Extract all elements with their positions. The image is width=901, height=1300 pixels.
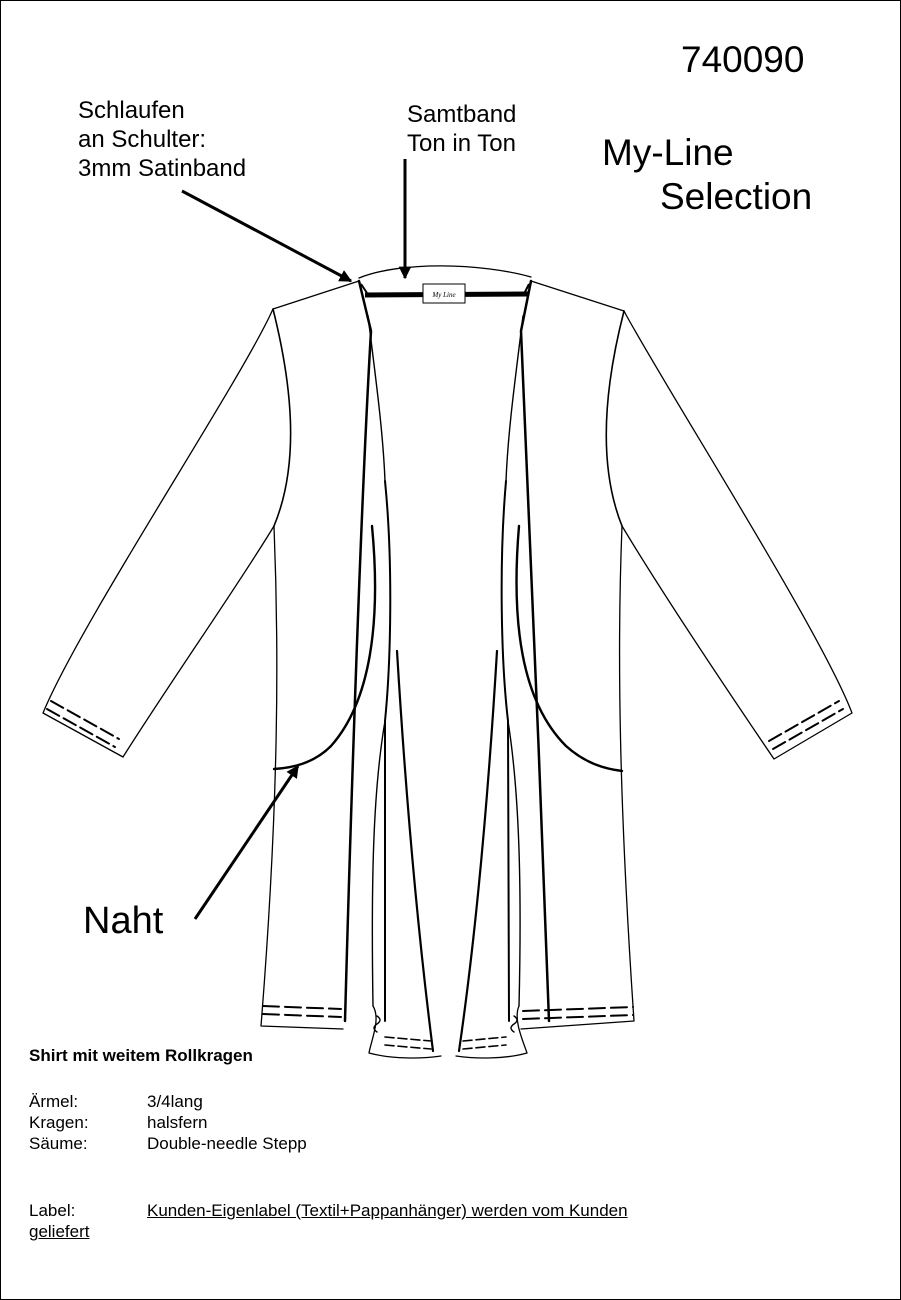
- left-lapel-fold: [367, 315, 386, 482]
- annotation-velvet-line-1: Samtband: [407, 101, 517, 128]
- spec-value-collar: halsfern: [147, 1113, 208, 1132]
- right-hem-stitching: [522, 1006, 634, 1020]
- spec-label-sleeve: Ärmel:: [29, 1092, 79, 1111]
- spec-value-label: Kunden-Eigenlabel (Textil+Pappanhänger) …: [147, 1201, 628, 1220]
- right-lapel-fold: [505, 315, 524, 482]
- right-inner-fold: [507, 720, 521, 1007]
- loops-arrow: [181, 189, 353, 283]
- left-shoulder-loop: [360, 283, 370, 297]
- spec-label-label: Label:: [29, 1201, 76, 1220]
- annotation-loops-line-1: Schlaufen: [78, 97, 185, 124]
- spec-value-label-continued: geliefert: [29, 1222, 90, 1241]
- spec-value-hems: Double-needle Stepp: [147, 1134, 307, 1153]
- right-sleeve-outline: [530, 280, 853, 760]
- left-hem-bottom: [368, 1005, 442, 1059]
- left-fold-line: [395, 649, 435, 1053]
- annotation-loops-line-2: an Schulter:: [78, 126, 207, 153]
- spec-label-hems: Säume:: [29, 1134, 88, 1153]
- brand-line-1: My-Line: [602, 132, 734, 173]
- right-hem-twist: [510, 1015, 518, 1033]
- right-front-panel-seam: [515, 524, 624, 773]
- left-hem-stitching: [262, 1005, 342, 1018]
- neck-label: [422, 283, 466, 304]
- left-lapel-edge: [343, 279, 373, 1023]
- left-body-side: [260, 525, 344, 1030]
- annotation-velvet-line-2: Ton in Ton: [407, 130, 516, 157]
- annotation-seam: Naht: [83, 900, 164, 942]
- garment-title: Shirt mit weitem Rollkragen: [29, 1046, 253, 1065]
- center-right-hem-stitching: [462, 1036, 507, 1050]
- right-cuff-stitching: [768, 700, 844, 750]
- right-body-side: [520, 525, 635, 1030]
- style-number: 740090: [681, 39, 805, 80]
- left-cuff-stitching: [46, 700, 120, 748]
- annotation-loops-line-3: 3mm Satinband: [78, 155, 247, 182]
- seam-arrow: [193, 764, 300, 920]
- right-lapel-edge: [519, 279, 551, 1023]
- right-armhole-seam: [605, 310, 625, 527]
- neck-label-text: My Line: [431, 291, 455, 299]
- left-armhole-seam: [272, 308, 292, 527]
- spec-label-collar: Kragen:: [29, 1113, 89, 1132]
- right-shoulder-loop: [522, 283, 530, 297]
- left-sleeve-outline: [42, 280, 360, 758]
- brand-line-2: Selection: [660, 176, 813, 217]
- right-fold-line: [457, 649, 499, 1053]
- left-hem-twist: [373, 1015, 381, 1033]
- right-hem-bottom: [455, 1005, 528, 1059]
- left-inner-fold: [371, 720, 386, 1007]
- left-front-panel-seam: [272, 524, 377, 771]
- spec-value-sleeve: 3/4lang: [147, 1092, 203, 1111]
- right-inner-drape: [500, 480, 510, 1022]
- left-inner-drape: [384, 480, 392, 1022]
- center-left-hem-stitching: [384, 1036, 432, 1050]
- back-neckline: [358, 265, 532, 279]
